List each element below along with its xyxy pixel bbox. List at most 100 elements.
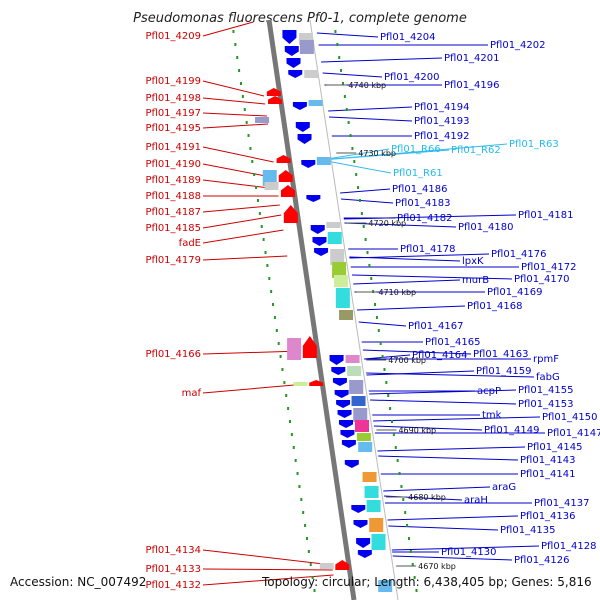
ruler-tick-label: 4740 kbp xyxy=(348,81,386,90)
guide-dot xyxy=(238,69,241,72)
guide-dot xyxy=(355,173,358,176)
guide-dot xyxy=(305,537,308,540)
forward-gene-arrow xyxy=(278,170,293,182)
gene-label-acpP: acpP xyxy=(477,386,501,397)
gene-label-Pfl01_4128: Pfl01_4128 xyxy=(541,541,597,552)
gene-label-Pfl01_4134: Pfl01_4134 xyxy=(145,545,201,556)
leader-line xyxy=(316,32,379,38)
guide-dot xyxy=(407,537,410,540)
guide-dot xyxy=(336,43,339,46)
leader-line xyxy=(391,545,540,551)
guide-dot xyxy=(273,316,276,319)
guide-dot xyxy=(375,316,378,319)
leader-line xyxy=(340,188,391,194)
reverse-gene-arrow xyxy=(337,410,352,418)
guide-dot xyxy=(304,524,307,527)
forward-gene-arrow xyxy=(309,380,324,386)
guide-dot xyxy=(277,342,280,345)
guide-dot xyxy=(296,472,299,475)
reverse-gene-arrow xyxy=(310,225,325,234)
leader-line xyxy=(329,116,413,122)
guide-dot xyxy=(309,563,312,566)
gene-label-Pfl01_4167: Pfl01_4167 xyxy=(408,321,464,332)
gene-label-Pfl01_4190: Pfl01_4190 xyxy=(145,159,201,170)
guide-dot xyxy=(232,30,235,33)
gene-label-Pfl01_4198: Pfl01_4198 xyxy=(145,93,201,104)
leader-line xyxy=(353,279,461,285)
guide-dot xyxy=(394,446,397,449)
gene-label-Pfl01_4186: Pfl01_4186 xyxy=(392,184,448,195)
feature-block xyxy=(316,157,331,165)
reverse-gene-arrow xyxy=(336,400,351,408)
guide-dot xyxy=(383,368,386,371)
guide-dot xyxy=(347,121,350,124)
guide-dot xyxy=(239,82,242,85)
leader-line xyxy=(321,159,392,174)
leader-line xyxy=(202,123,269,129)
rna-label-Pfl01_R61: Pfl01_R61 xyxy=(393,168,443,179)
reverse-gene-arrow xyxy=(341,440,356,448)
leader-line xyxy=(321,149,450,161)
gene-label-Pfl01_4188: Pfl01_4188 xyxy=(145,191,201,202)
leader-line xyxy=(383,486,491,492)
guide-dot xyxy=(253,173,256,176)
gene-label-Pfl01_4189: Pfl01_4189 xyxy=(145,175,201,186)
gene-label-Pfl01_4191: Pfl01_4191 xyxy=(145,142,201,153)
guide-dot xyxy=(251,160,254,163)
leader-line xyxy=(366,370,475,376)
gene-label-Pfl01_4150: Pfl01_4150 xyxy=(542,412,598,423)
leader-line xyxy=(358,321,407,327)
guide-dot xyxy=(391,420,393,423)
leader-line xyxy=(340,198,394,204)
feature-block xyxy=(356,433,371,441)
gene-label-Pfl01_4202: Pfl01_4202 xyxy=(490,40,546,51)
feature-block xyxy=(264,182,279,190)
gene-label-maf: maf xyxy=(182,388,202,399)
feature-block xyxy=(319,563,334,569)
guide-dot xyxy=(258,212,261,215)
reverse-gene-arrow xyxy=(339,420,353,428)
feature-block xyxy=(304,70,319,78)
feature-block xyxy=(332,262,347,278)
feature-block xyxy=(355,420,369,432)
feature-block xyxy=(255,117,270,123)
feature-block xyxy=(308,100,323,106)
guide-dot xyxy=(404,511,407,514)
gene-label-Pfl01_4181: Pfl01_4181 xyxy=(518,210,574,221)
gene-label-Pfl01_4172: Pfl01_4172 xyxy=(521,262,577,273)
guide-dot xyxy=(400,485,403,488)
guide-dot xyxy=(389,407,392,410)
guide-dot xyxy=(385,381,388,384)
guide-dot xyxy=(377,329,380,332)
leader-line xyxy=(362,349,472,355)
leader-line xyxy=(344,222,457,228)
reverse-gene-arrow xyxy=(288,70,303,78)
gene-label-Pfl01_4187: Pfl01_4187 xyxy=(145,207,201,218)
gene-label-Pfl01_4196: Pfl01_4196 xyxy=(444,80,500,91)
leader-line xyxy=(321,148,390,161)
leader-line xyxy=(202,112,267,117)
ruler-tick-label: 4690 kbp xyxy=(398,426,436,435)
reverse-gene-arrow xyxy=(331,367,346,375)
leader-line xyxy=(364,354,411,360)
reverse-gene-arrow xyxy=(284,46,299,56)
gene-label-Pfl01_4194: Pfl01_4194 xyxy=(414,102,470,113)
leader-line xyxy=(202,383,306,394)
gene-label-Pfl01_4130: Pfl01_4130 xyxy=(441,547,497,558)
reverse-gene-arrow xyxy=(295,122,310,132)
feature-block xyxy=(371,534,386,550)
gene-label-Pfl01_4193: Pfl01_4193 xyxy=(414,116,470,127)
leader-line xyxy=(378,455,519,461)
feature-block xyxy=(366,500,381,512)
guide-dot xyxy=(364,238,367,241)
guide-dot xyxy=(358,199,361,202)
gene-label-Pfl01_4209: Pfl01_4209 xyxy=(145,31,201,42)
gene-label-Pfl01_4168: Pfl01_4168 xyxy=(467,301,523,312)
reverse-gene-arrow xyxy=(312,237,327,246)
guide-dot xyxy=(300,498,303,501)
guide-dot xyxy=(345,108,348,111)
guide-dot xyxy=(307,550,310,553)
guide-dot xyxy=(275,329,278,332)
